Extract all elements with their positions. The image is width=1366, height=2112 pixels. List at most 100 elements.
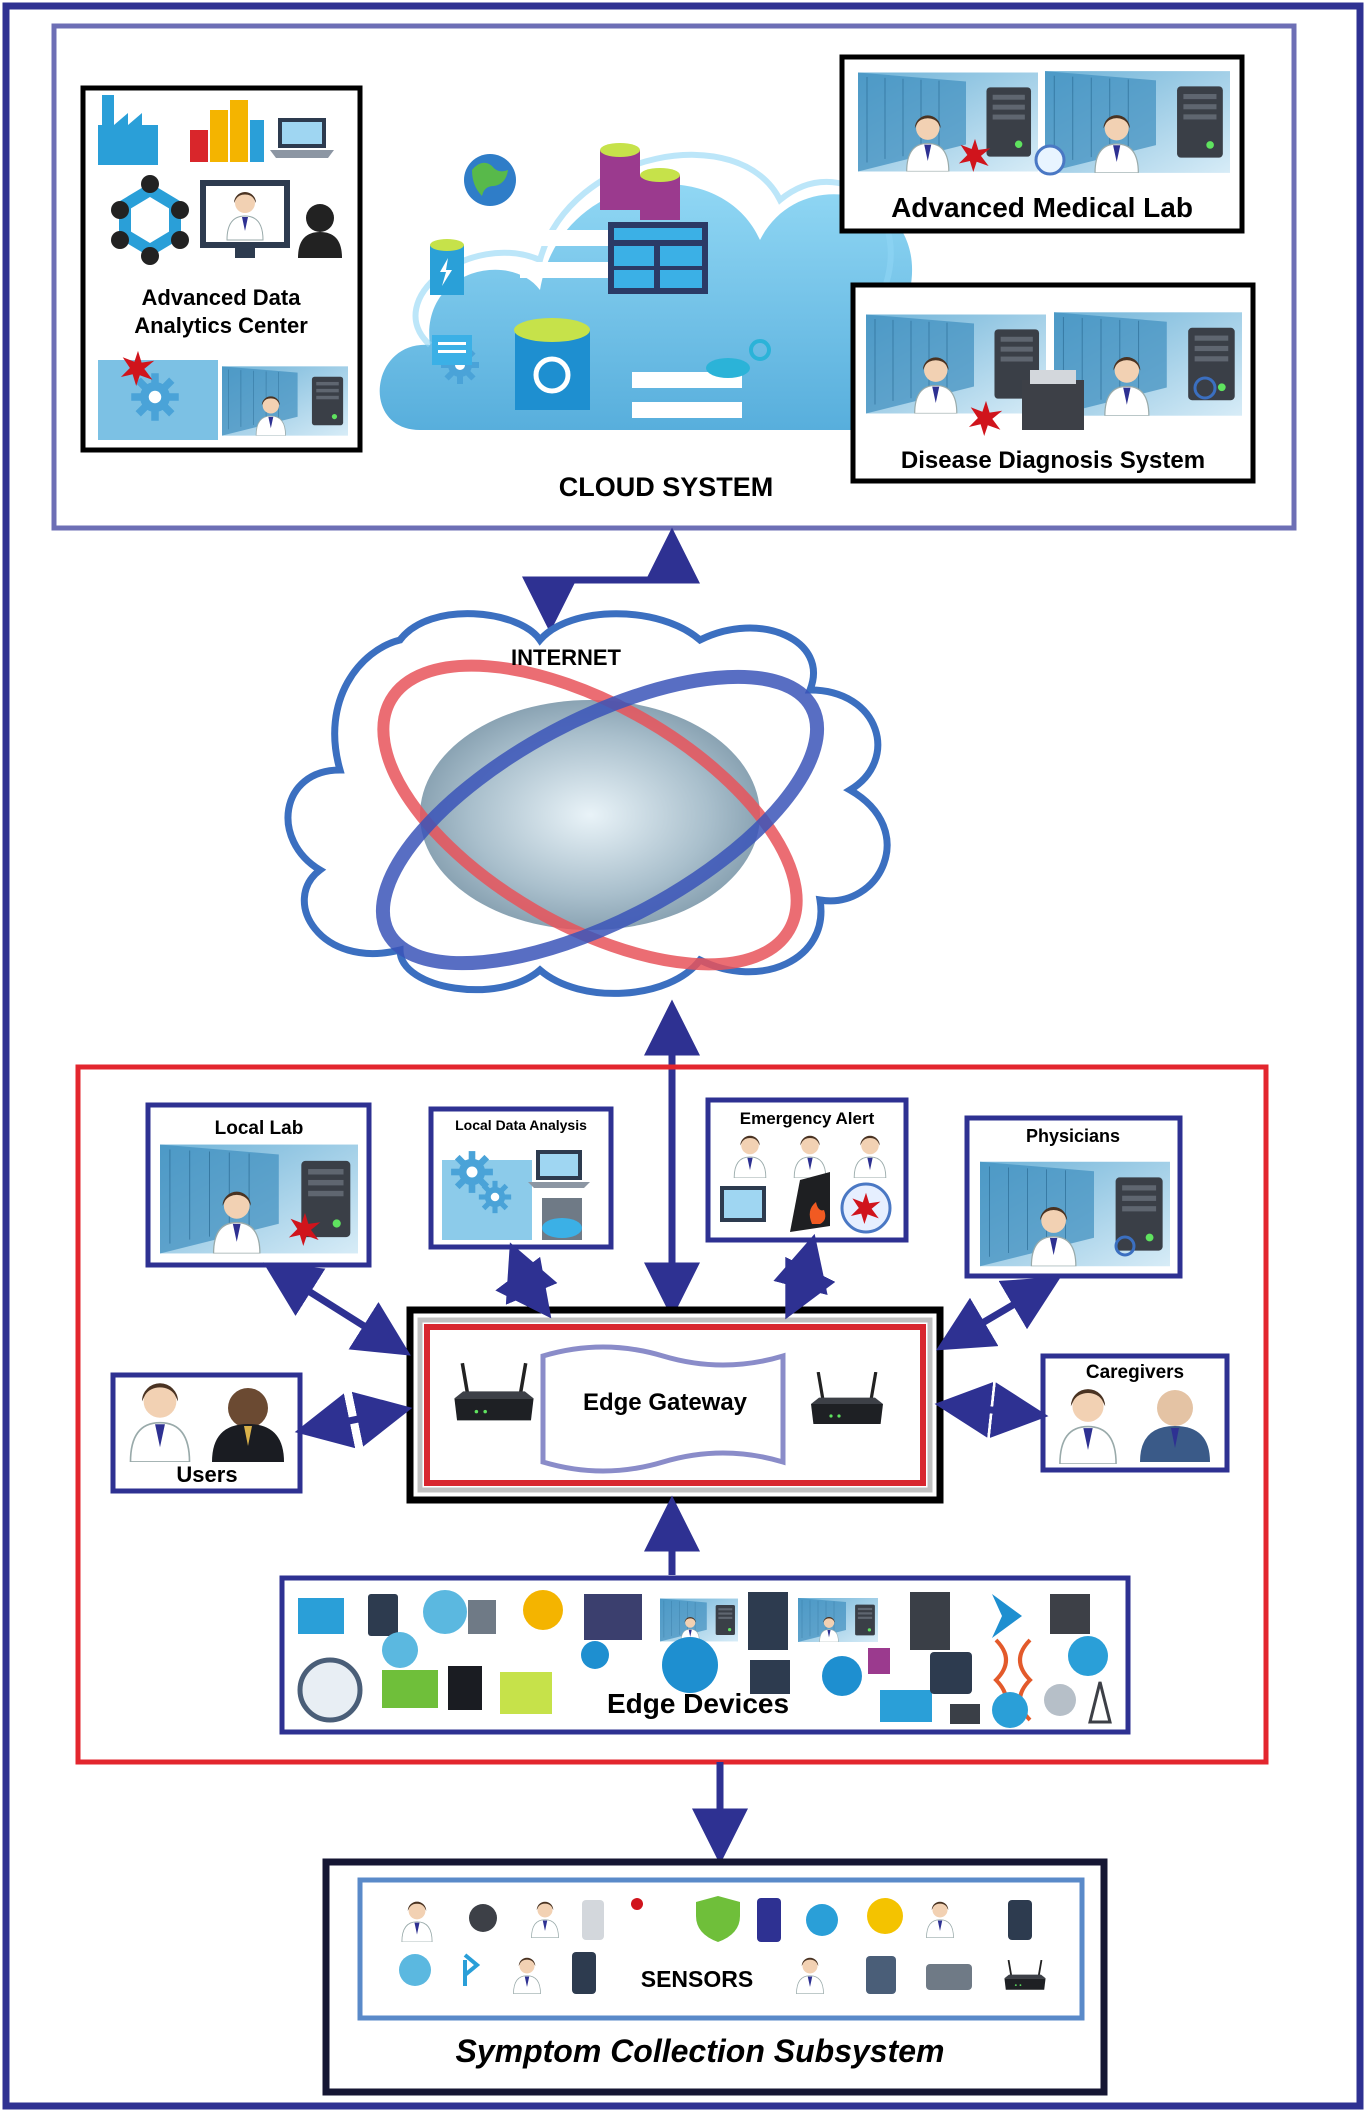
caregivers-label: Caregivers	[1086, 1362, 1184, 1383]
phone-icon	[368, 1594, 398, 1636]
server-icon	[468, 1600, 496, 1634]
network-icon	[822, 1656, 862, 1696]
edge-device-icons	[297, 1590, 1112, 1728]
chip-icon	[868, 1648, 890, 1674]
pda-icon	[866, 1956, 896, 1994]
emergency-alert-label: Emergency Alert	[740, 1109, 875, 1128]
document-icon	[432, 335, 472, 365]
users-box: Users	[110, 1372, 303, 1494]
cloud-illustration	[379, 143, 969, 430]
network-hub-icon	[111, 175, 189, 265]
users-arrow	[294, 1391, 413, 1449]
person-icon	[212, 1388, 284, 1462]
gateway-banner	[540, 1344, 786, 1474]
scanner-icon	[926, 1964, 972, 1990]
monitor-icon	[382, 1670, 438, 1708]
medical-lab-label: Advanced Medical Lab	[891, 192, 1193, 223]
edge-gateway-label: Edge Gateway	[583, 1389, 748, 1416]
smartphone-icon	[1008, 1900, 1032, 1940]
data-bars	[520, 230, 742, 418]
heartbeat-icon	[880, 1690, 932, 1722]
shield-icon	[696, 1896, 740, 1942]
internet-orbit-blue	[375, 669, 825, 971]
internet-section: INTERNET	[284, 610, 891, 997]
grid-icon	[500, 1672, 552, 1714]
doctor-monitor-icon	[200, 180, 342, 258]
local-lab-arrow	[263, 1262, 411, 1356]
caregivers-arrow	[934, 1382, 1049, 1438]
internet-orbit-red	[377, 659, 803, 971]
physicians-label: Physicians	[1026, 1126, 1120, 1146]
camera-icon	[469, 1904, 497, 1932]
settings-icon	[662, 1637, 718, 1693]
printer-icon	[1022, 370, 1084, 430]
internet-globe	[420, 700, 760, 930]
terminal-icon	[448, 1666, 482, 1710]
tablet-icon	[930, 1652, 972, 1694]
joystick-icon	[631, 1898, 643, 1910]
edge-gateway-box: Edge Gateway	[406, 1306, 944, 1504]
local-lab-box: Local Lab	[145, 1102, 372, 1268]
emergency-alert-arrow	[773, 1233, 836, 1320]
database-icon	[600, 143, 680, 220]
physicians-box: Physicians	[964, 1115, 1183, 1279]
azure-icon	[992, 1594, 1022, 1638]
edge-devices-box: Edge Devices	[279, 1575, 1131, 1735]
edge-section: Local Lab Local Data Analysis	[75, 1064, 1269, 1765]
database-gear-icon	[514, 318, 590, 410]
key-icon	[867, 1898, 903, 1934]
diagnosis-system-box: Disease Diagnosis System	[850, 282, 1256, 484]
phone-icon	[572, 1952, 596, 1994]
factory-icon	[98, 95, 158, 165]
gateway-arrows	[263, 1233, 1062, 1575]
gear-icon	[478, 1180, 512, 1214]
factory-icon	[298, 1598, 344, 1634]
phone-icon	[757, 1898, 781, 1942]
cloud-icon	[423, 1590, 467, 1634]
clock-icon	[297, 1657, 363, 1723]
table-icon	[608, 222, 708, 294]
analytics-center-label-line1: Advanced Data	[142, 285, 302, 310]
computer-icon	[720, 1186, 766, 1222]
laptop-icon	[270, 118, 334, 158]
phone-icon	[582, 1900, 604, 1940]
server-icon	[910, 1592, 950, 1650]
cloud-system-title: CLOUD SYSTEM	[559, 472, 774, 502]
globe-icon	[992, 1692, 1028, 1728]
symptom-title: Symptom Collection Subsystem	[456, 2033, 945, 2069]
antenna-icon	[1088, 1681, 1112, 1724]
symptom-collection-section: SENSORS Symptom Collection Subsystem	[322, 1858, 1108, 2096]
award-icon	[523, 1590, 563, 1630]
wifi-icon	[806, 1904, 838, 1936]
analytics-center-label-line2: Analytics Center	[134, 313, 308, 338]
users-icon	[1044, 1684, 1076, 1716]
internet-label: INTERNET	[511, 645, 622, 670]
trash-icon	[542, 1198, 582, 1240]
magnifier-icon	[1114, 1235, 1136, 1257]
person-icon	[1140, 1390, 1210, 1462]
caregivers-box: Caregivers	[1040, 1353, 1230, 1473]
bar-chart-icon	[190, 100, 264, 162]
hub-icon	[1068, 1636, 1108, 1676]
firewall-icon	[790, 1172, 830, 1232]
edge-devices-label: Edge Devices	[607, 1688, 789, 1719]
local-data-analysis-label: Local Data Analysis	[455, 1117, 587, 1133]
link-icon	[706, 339, 771, 378]
medical-lab-box: Advanced Medical Lab	[839, 54, 1245, 234]
storage-icon	[430, 239, 464, 295]
hardware-icon	[1050, 1594, 1090, 1634]
antenna-icon	[399, 1954, 431, 1986]
physicians-arrow	[935, 1276, 1062, 1351]
sensors-label: SENSORS	[641, 1966, 753, 1992]
laptop-icon	[528, 1150, 590, 1188]
lock-icon	[1034, 144, 1066, 176]
server-rack-icon	[748, 1592, 788, 1650]
analytics-center-box: Advanced Data Analytics Center	[80, 85, 363, 453]
alert-burst-icon	[840, 1182, 892, 1234]
cloud-internet-arrow	[522, 527, 700, 633]
local-data-analysis-box: Local Data Analysis	[428, 1106, 614, 1250]
analytics-lab-image	[98, 350, 348, 440]
emergency-alert-box: Emergency Alert	[705, 1097, 909, 1243]
